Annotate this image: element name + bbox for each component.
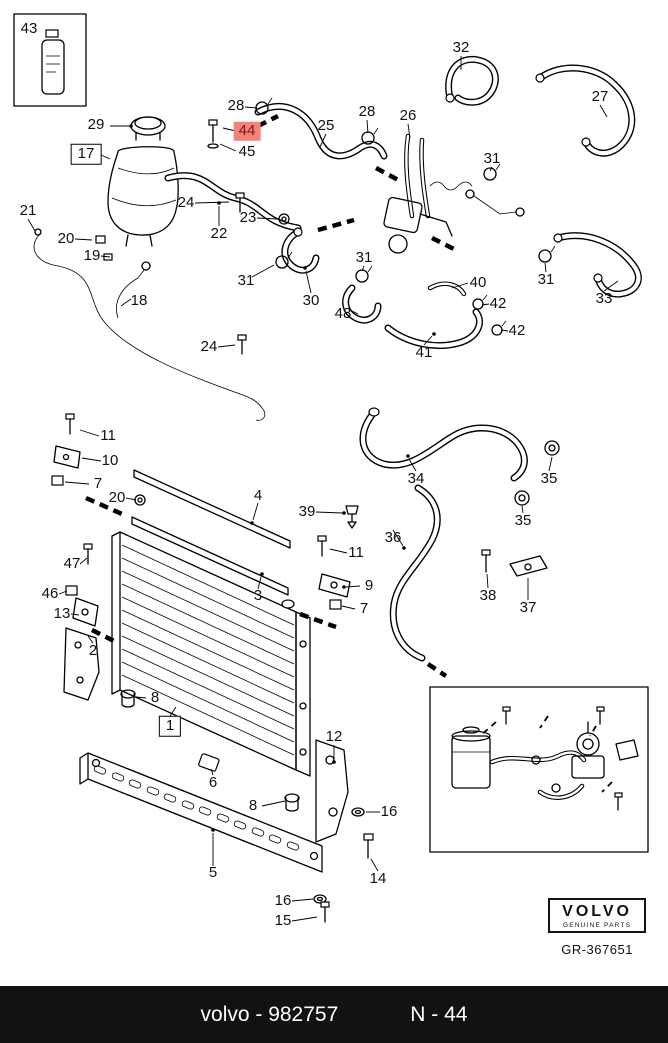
drawing-number: GR-367651 bbox=[561, 942, 633, 957]
overflow-tube-drawing bbox=[33, 228, 266, 421]
footer-part-reference: volvo - 982757 bbox=[200, 1002, 339, 1026]
volvo-logo-text: VOLVO bbox=[562, 903, 632, 920]
radiator-drawing bbox=[111, 531, 311, 777]
footer-bar: volvo - 982757 N - 44 bbox=[0, 986, 668, 1043]
thermostat-assembly-drawing bbox=[383, 181, 525, 254]
leader-lines bbox=[27, 56, 619, 922]
lower-small-parts-drawing bbox=[120, 440, 560, 923]
hoses-drawing bbox=[168, 59, 638, 658]
brackets-drawing bbox=[51, 413, 548, 701]
dashed-lines bbox=[85, 113, 458, 678]
volvo-logo-subtitle: GENUINE PARTS bbox=[563, 922, 632, 929]
inset-assembly-drawing bbox=[429, 686, 649, 853]
branding-block: VOLVO GENUINE PARTS GR-367651 bbox=[548, 898, 646, 957]
seal-strips-drawing bbox=[131, 469, 291, 596]
upper-fasteners-drawing bbox=[207, 97, 556, 355]
footer-note: N - 44 bbox=[410, 1002, 468, 1026]
volvo-logo: VOLVO GENUINE PARTS bbox=[548, 898, 646, 933]
lower-beam-drawing bbox=[79, 739, 349, 873]
coolant-bottle-box bbox=[13, 13, 87, 107]
expansion-tank-drawing bbox=[95, 116, 179, 261]
